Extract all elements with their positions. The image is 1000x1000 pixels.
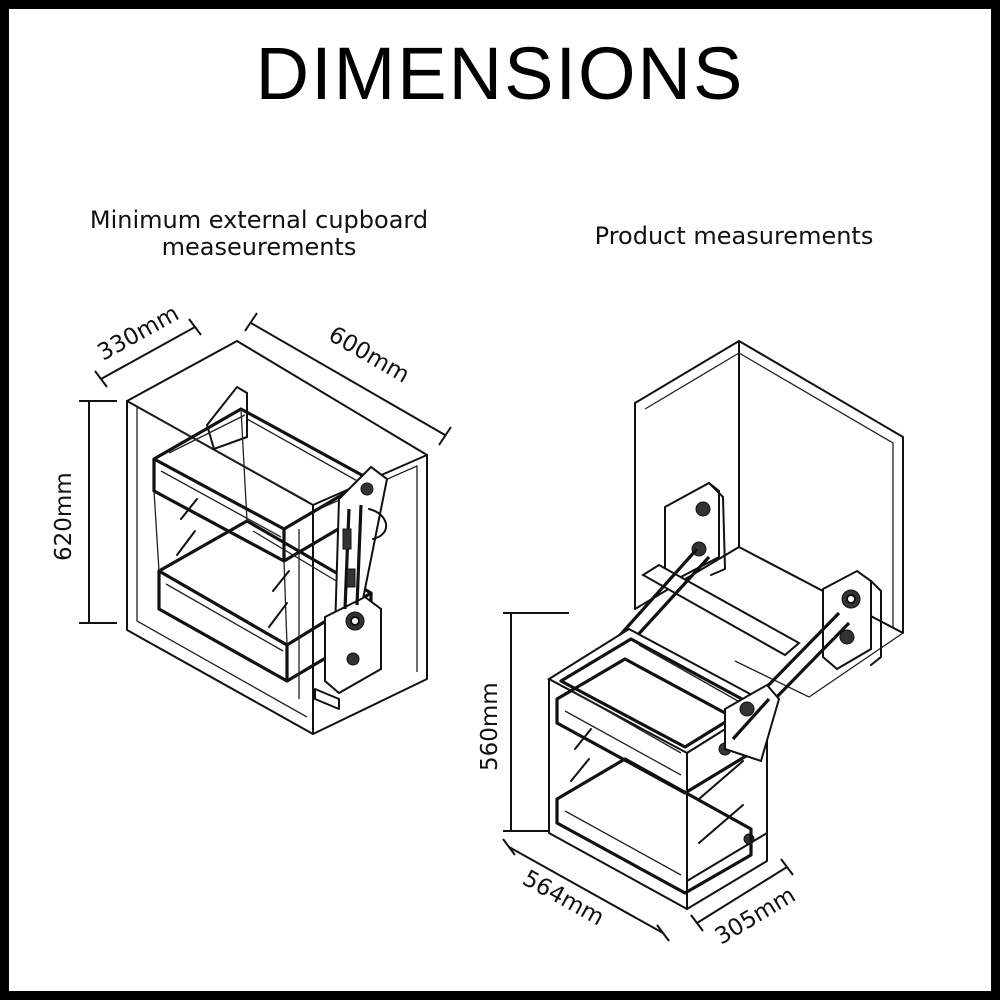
dim-right-depth-label: 305mm <box>711 882 800 950</box>
dim-left-height-label: 620mm <box>51 472 77 561</box>
top-rear-bracket <box>664 481 726 581</box>
basket-side-frame <box>153 408 300 699</box>
top-crossbar <box>641 563 801 657</box>
caption-product-measurements: Product measurements <box>594 222 874 250</box>
upper-basket <box>152 407 371 563</box>
caption-left-line1: Minimum external cupboard <box>89 206 429 234</box>
corner-wall-right <box>738 340 904 634</box>
dim-right-height-label: 560mm <box>477 682 503 771</box>
product-drawing: 560mm 564mm 305mm <box>477 340 904 950</box>
dim-left-width-label: 600mm <box>324 322 414 389</box>
corner-wall-inner <box>644 352 904 698</box>
technical-drawings: 330mm 600mm 620mm <box>51 300 904 950</box>
dim-right-depth: 305mm <box>690 858 800 950</box>
dim-left-width: 600mm <box>244 312 452 446</box>
dim-left-height: 620mm <box>51 400 117 624</box>
cupboard-outline <box>126 340 428 735</box>
lift-arm-right <box>753 611 851 709</box>
caption-left-line2: measeurements <box>161 233 357 261</box>
side-rear-bracket <box>822 569 882 671</box>
product-basket-assembly <box>547 627 781 910</box>
dim-right-height: 560mm <box>477 612 569 832</box>
dim-right-width-label: 564mm <box>518 866 608 932</box>
page-title: DIMENSIONS <box>255 32 745 115</box>
lift-mechanism <box>314 465 389 710</box>
side-slots <box>176 498 290 628</box>
caption-minimum-cupboard: Minimum external cupboard measeurements <box>49 207 469 261</box>
cupboard-drawing: 330mm 600mm 620mm <box>51 300 452 735</box>
dim-left-depth: 330mm <box>93 300 202 388</box>
dim-left-depth-label: 330mm <box>93 300 183 366</box>
